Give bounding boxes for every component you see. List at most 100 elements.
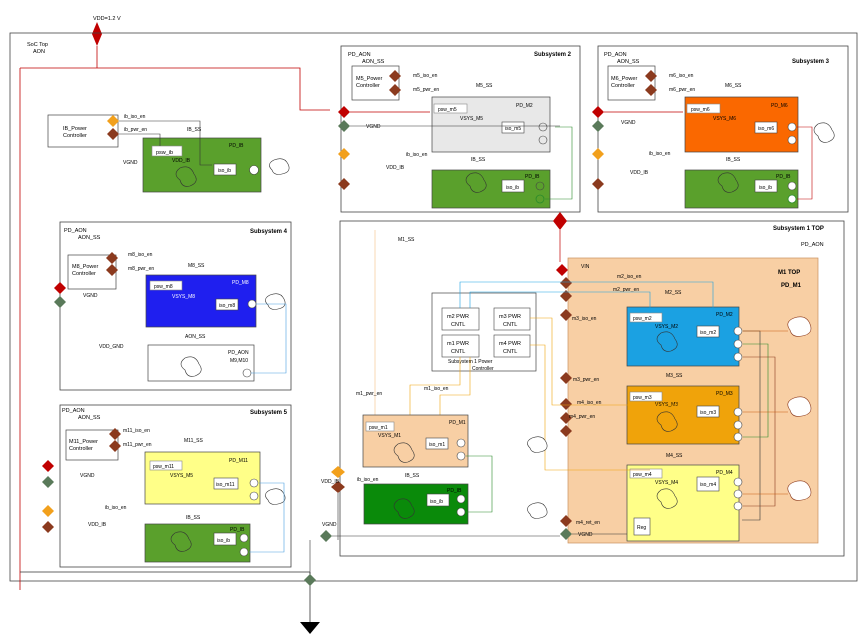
svg-text:m3_iso_en: m3_iso_en bbox=[572, 316, 597, 322]
svg-text:m4 PWR: m4 PWR bbox=[499, 341, 521, 347]
svg-text:VGND: VGND bbox=[366, 124, 381, 130]
svg-text:VGND: VGND bbox=[80, 473, 95, 479]
svg-text:m2_pwr_en: m2_pwr_en bbox=[613, 287, 639, 293]
svg-text:ib_iso_en: ib_iso_en bbox=[406, 152, 428, 158]
svg-text:psw_m5: psw_m5 bbox=[438, 107, 457, 113]
sub1-pd-ib bbox=[363, 483, 469, 525]
sub2-pd-ib bbox=[431, 169, 551, 209]
sub4-aon-m9-m10 bbox=[147, 344, 255, 382]
svg-text:PD_M1: PD_M1 bbox=[449, 420, 466, 426]
svg-text:IB_SS: IB_SS bbox=[187, 127, 202, 133]
svg-text:psw_m8: psw_m8 bbox=[154, 284, 173, 290]
svg-text:CNTL: CNTL bbox=[451, 349, 465, 355]
sub3-pd-ib bbox=[684, 169, 799, 209]
svg-text:M3_SS: M3_SS bbox=[666, 373, 683, 379]
svg-text:PD_IB: PD_IB bbox=[229, 143, 244, 149]
svg-text:AON_SS: AON_SS bbox=[617, 59, 640, 65]
svg-text:VDD_IB: VDD_IB bbox=[172, 158, 191, 164]
svg-text:PD_M11: PD_M11 bbox=[229, 458, 248, 464]
svg-text:iso_ib: iso_ib bbox=[217, 538, 230, 544]
svg-text:CNTL: CNTL bbox=[451, 322, 465, 328]
svg-text:m6_iso_en: m6_iso_en bbox=[669, 73, 694, 79]
svg-text:VDD_IB: VDD_IB bbox=[386, 165, 405, 171]
svg-text:PD_M2: PD_M2 bbox=[716, 312, 733, 318]
svg-text:VDD_IB: VDD_IB bbox=[630, 170, 649, 176]
svg-text:PD_AON: PD_AON bbox=[64, 228, 87, 234]
reg-block bbox=[633, 517, 651, 536]
subsystem-1-title: Subsystem 1 TOP bbox=[773, 226, 824, 232]
svg-text:PD_IB: PD_IB bbox=[230, 527, 245, 533]
svg-text:IB_SS: IB_SS bbox=[471, 157, 486, 163]
svg-text:m2 PWR: m2 PWR bbox=[447, 314, 469, 320]
sub1-power-controller bbox=[431, 292, 537, 372]
svg-text:VDD_IB: VDD_IB bbox=[321, 479, 340, 485]
bottom-green-diamond bbox=[304, 574, 316, 586]
svg-text:psw_ib: psw_ib bbox=[156, 150, 173, 156]
svg-text:VSYS_M8: VSYS_M8 bbox=[172, 294, 195, 300]
svg-text:M8_Power: M8_Power bbox=[72, 264, 98, 270]
svg-text:m2_iso_en: m2_iso_en bbox=[617, 274, 642, 280]
svg-text:iso_m11: iso_m11 bbox=[216, 482, 235, 488]
svg-text:Controller: Controller bbox=[356, 83, 380, 89]
svg-text:ib_pwr_en: ib_pwr_en bbox=[124, 127, 147, 133]
svg-text:Reg: Reg bbox=[637, 525, 646, 531]
svg-text:M9,M10: M9,M10 bbox=[230, 358, 248, 364]
svg-text:M1 TOP: M1 TOP bbox=[778, 270, 800, 276]
svg-text:m11_iso_en: m11_iso_en bbox=[123, 428, 150, 434]
svg-text:IB_SS: IB_SS bbox=[405, 473, 420, 479]
soc-top-frame bbox=[9, 32, 858, 582]
svg-text:M6_Power: M6_Power bbox=[611, 76, 637, 82]
svg-text:AON_SS: AON_SS bbox=[78, 415, 101, 421]
svg-text:M11_Power: M11_Power bbox=[69, 439, 98, 445]
svg-text:VGND: VGND bbox=[123, 160, 138, 166]
svg-text:VSYS_M4: VSYS_M4 bbox=[655, 480, 678, 486]
sub5-pd-m11 bbox=[144, 451, 261, 505]
svg-text:PD_M8: PD_M8 bbox=[232, 280, 249, 286]
vdd-label: VDD=1.2 V bbox=[93, 16, 121, 22]
svg-text:AON_SS: AON_SS bbox=[185, 334, 206, 340]
svg-text:IB_Power: IB_Power bbox=[63, 126, 87, 132]
svg-text:psw_m3: psw_m3 bbox=[633, 395, 652, 401]
svg-text:ib_iso_en: ib_iso_en bbox=[105, 505, 127, 511]
svg-text:VSYS_M5: VSYS_M5 bbox=[460, 116, 483, 122]
sub1-left-vgnd: VGND bbox=[322, 522, 337, 528]
svg-text:VGND: VGND bbox=[621, 120, 636, 126]
svg-text:AON_SS: AON_SS bbox=[78, 235, 101, 241]
subsystem-2-title: Subsystem 2 bbox=[534, 52, 572, 58]
svg-text:VGND: VGND bbox=[83, 293, 98, 299]
svg-text:Controller: Controller bbox=[63, 133, 87, 139]
svg-text:IB_SS: IB_SS bbox=[726, 157, 741, 163]
svg-text:M6_SS: M6_SS bbox=[725, 83, 742, 89]
svg-text:CNTL: CNTL bbox=[503, 349, 517, 355]
svg-text:PD_M1: PD_M1 bbox=[781, 283, 802, 289]
svg-text:m11_pwr_en: m11_pwr_en bbox=[123, 442, 152, 448]
svg-text:ib_iso_en: ib_iso_en bbox=[649, 151, 671, 157]
svg-text:psw_m1: psw_m1 bbox=[369, 425, 388, 431]
svg-text:m4_ret_en: m4_ret_en bbox=[576, 520, 600, 526]
svg-text:iso_ib: iso_ib bbox=[218, 168, 231, 174]
svg-text:M8_SS: M8_SS bbox=[188, 263, 205, 269]
svg-text:Controller: Controller bbox=[611, 83, 635, 89]
svg-text:iso_m3: iso_m3 bbox=[700, 410, 716, 416]
svg-text:m8_pwr_en: m8_pwr_en bbox=[128, 266, 154, 272]
svg-text:PD_IB: PD_IB bbox=[447, 488, 462, 494]
svg-text:psw_m2: psw_m2 bbox=[633, 316, 652, 322]
svg-text:m8_iso_en: m8_iso_en bbox=[128, 252, 153, 258]
ground-arrow bbox=[300, 622, 320, 634]
svg-text:psw_m4: psw_m4 bbox=[633, 472, 652, 478]
svg-text:iso_m5: iso_m5 bbox=[505, 126, 521, 132]
svg-text:VSYS_M2: VSYS_M2 bbox=[655, 324, 678, 330]
subsystem-3-title: Subsystem 3 bbox=[792, 59, 830, 65]
svg-text:iso_m4: iso_m4 bbox=[700, 482, 716, 488]
svg-text:PD_AON: PD_AON bbox=[62, 408, 85, 414]
svg-text:m4_iso_en: m4_iso_en bbox=[577, 400, 602, 406]
svg-text:PD_IB: PD_IB bbox=[776, 174, 791, 180]
svg-text:m1_iso_en: m1_iso_en bbox=[424, 386, 449, 392]
svg-text:iso_m1: iso_m1 bbox=[429, 442, 445, 448]
sub2-red-diamond bbox=[338, 106, 350, 118]
soc-title-2: AON bbox=[33, 49, 45, 55]
svg-text:IB_SS: IB_SS bbox=[186, 515, 201, 521]
svg-text:Controller: Controller bbox=[72, 271, 96, 277]
ib-power-controller bbox=[47, 114, 119, 148]
svg-text:ib_iso_en: ib_iso_en bbox=[124, 114, 146, 120]
